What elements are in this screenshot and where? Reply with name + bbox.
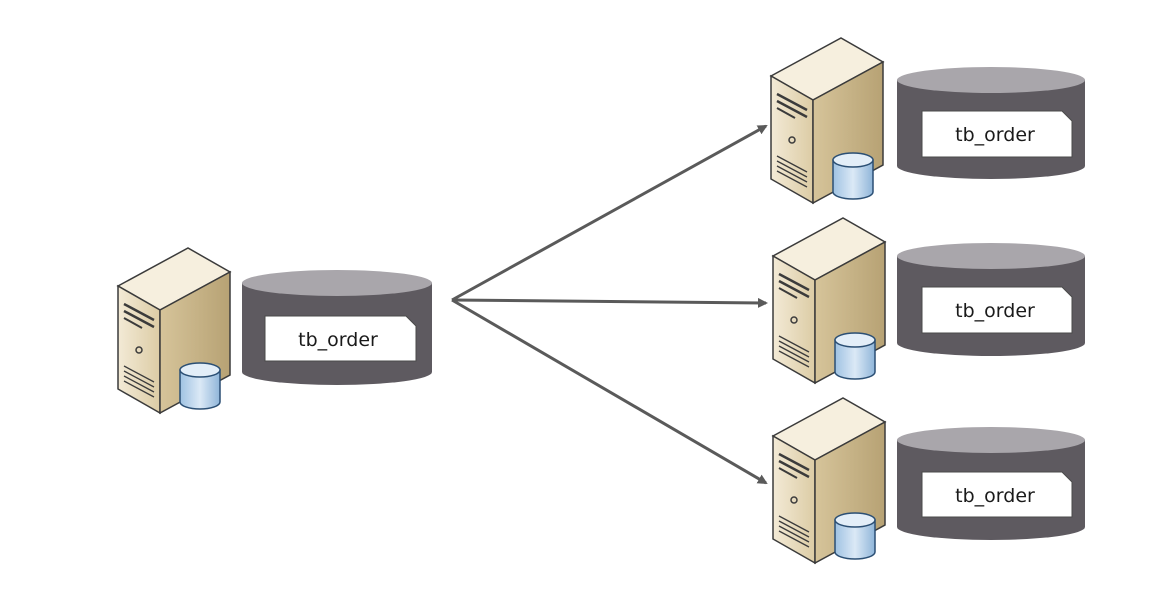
arrow-to-target-1	[451, 124, 768, 302]
server-icon	[769, 36, 885, 205]
target-node-3: tb_order	[771, 396, 1085, 565]
database-cylinder: tb_order	[897, 67, 1085, 179]
table-label: tb_order	[955, 485, 1035, 507]
server-icon	[771, 396, 887, 565]
arrow-to-target-3	[451, 298, 768, 485]
connector-arrows	[451, 124, 768, 485]
server-icon	[116, 246, 232, 415]
database-cylinder: tb_order	[897, 427, 1085, 540]
target-node-1: tb_order	[769, 36, 1085, 205]
arrow-to-target-2	[451, 297, 768, 308]
server-icon	[771, 216, 887, 385]
database-cylinder: tb_order	[897, 243, 1085, 356]
source-node: tb_order	[116, 246, 432, 415]
table-label: tb_order	[955, 124, 1035, 146]
database-cylinder: tb_order	[242, 270, 432, 385]
table-label: tb_order	[955, 300, 1035, 322]
table-label: tb_order	[298, 329, 378, 351]
target-node-2: tb_order	[771, 216, 1085, 385]
